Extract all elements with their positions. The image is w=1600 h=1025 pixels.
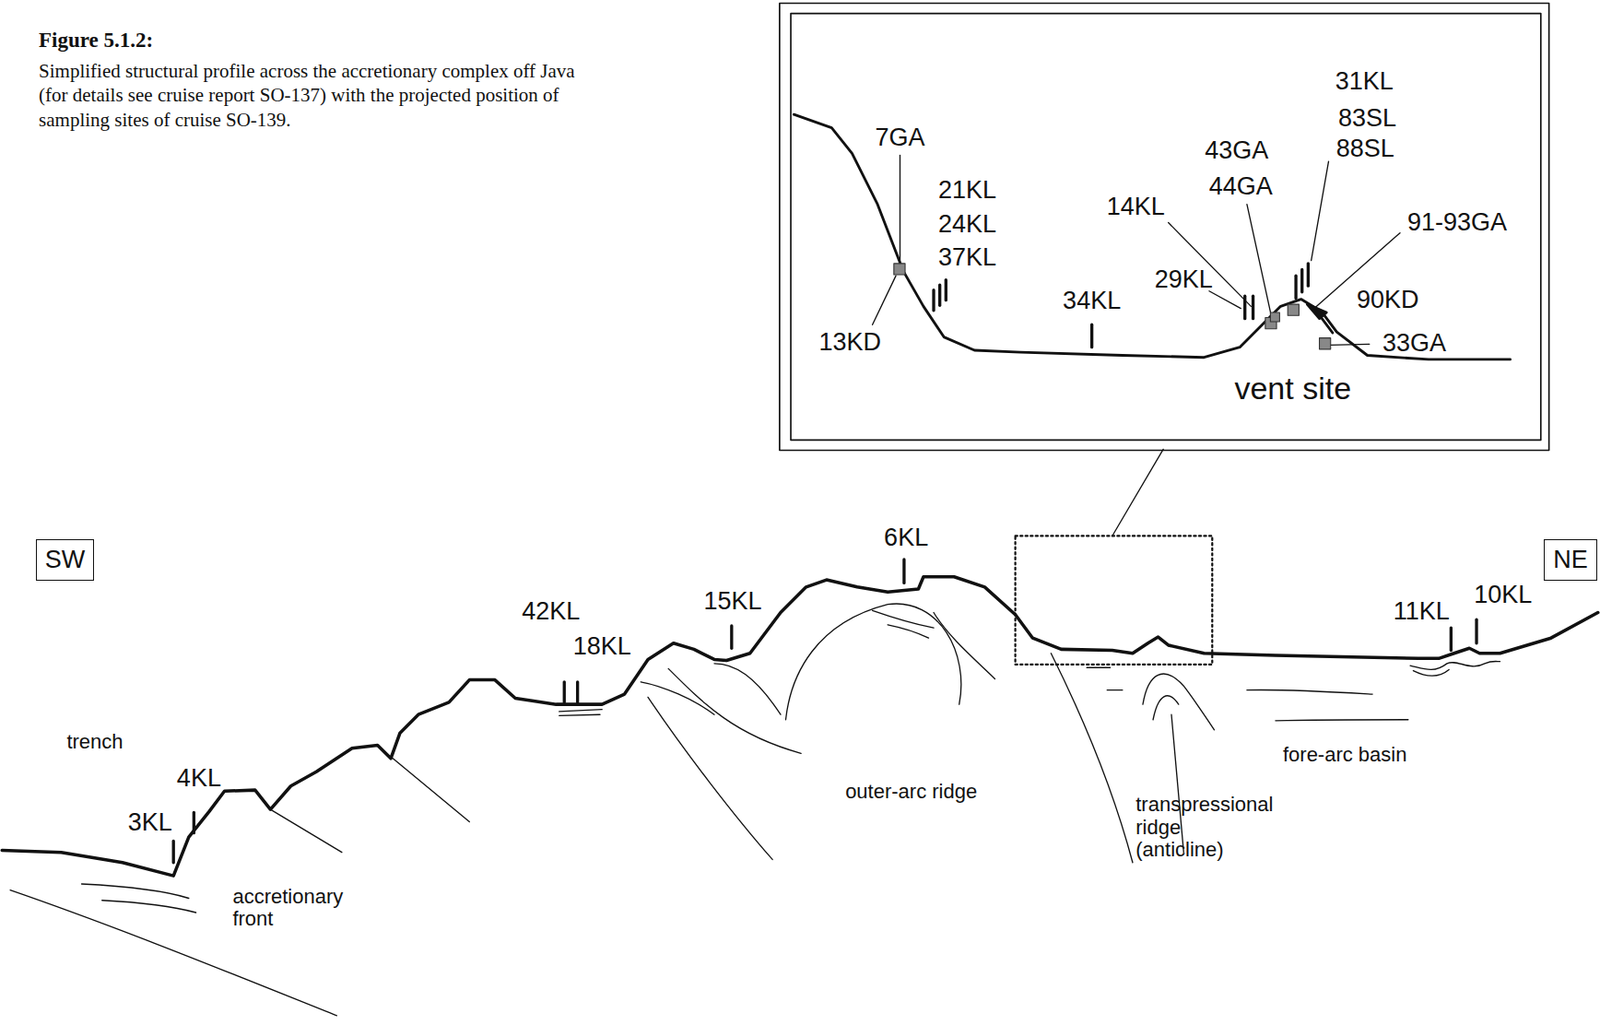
structure-label: trench bbox=[66, 730, 123, 753]
sample-label: 11KL bbox=[1393, 598, 1450, 626]
sample-label: 42KL bbox=[521, 598, 580, 626]
sample-label: 14KL bbox=[1106, 193, 1165, 222]
sample-label: 21KL bbox=[938, 176, 997, 205]
direction-label: NE bbox=[1552, 545, 1589, 575]
sample-label: 31KL bbox=[1335, 68, 1394, 96]
figure-caption: Simplified structural profile across the… bbox=[38, 58, 578, 132]
inset-frame bbox=[790, 13, 1542, 441]
structure-label: outer-arc ridge bbox=[845, 780, 977, 803]
sample-label: 24KL bbox=[938, 211, 997, 239]
structure-label: fore-arc basin bbox=[1282, 743, 1408, 766]
sample-label: 15KL bbox=[703, 588, 762, 616]
sample-label: 37KL bbox=[938, 244, 997, 272]
direction-box: SW bbox=[35, 539, 95, 581]
leader-lines bbox=[872, 155, 1400, 346]
inset-profile bbox=[793, 114, 1510, 360]
sample-label: 34KL bbox=[1062, 287, 1121, 316]
zoom-link bbox=[1112, 448, 1164, 536]
sample-label: 29KL bbox=[1154, 266, 1213, 295]
core-ticks bbox=[933, 263, 1308, 348]
sample-label: 44GA bbox=[1209, 173, 1273, 201]
seafloor-profile bbox=[1, 576, 1599, 876]
sample-label: 88SL bbox=[1336, 135, 1395, 164]
sample-label: 13KD bbox=[818, 329, 882, 357]
structure-label: accretionary front bbox=[232, 885, 343, 930]
site-label: vent site bbox=[1234, 371, 1352, 406]
inset-frame bbox=[779, 3, 1550, 451]
sample-label: 33GA bbox=[1382, 329, 1447, 358]
sample-label: 3KL bbox=[128, 809, 173, 837]
sample-label: 4KL bbox=[176, 764, 222, 793]
sample-label: 90KD bbox=[1356, 286, 1420, 315]
sample-label: 83SL bbox=[1338, 105, 1397, 133]
core-ticks bbox=[173, 559, 1477, 863]
zoom-frame bbox=[1015, 535, 1213, 665]
direction-label: SW bbox=[45, 545, 86, 575]
sample-label: 10KL bbox=[1473, 581, 1532, 610]
sample-label: 18KL bbox=[573, 633, 632, 661]
dredge-arrow bbox=[1306, 304, 1333, 333]
sample-squares bbox=[894, 263, 1331, 350]
sample-label: 43GA bbox=[1204, 137, 1269, 165]
fault-lines bbox=[10, 603, 1500, 1016]
direction-box: NE bbox=[1543, 539, 1598, 581]
sample-label: 7GA bbox=[874, 124, 925, 153]
structure-label: transpressional ridge (anticline) bbox=[1135, 793, 1273, 861]
figure-title: Figure 5.1.2: bbox=[38, 28, 153, 53]
sample-label: 6KL bbox=[883, 524, 929, 553]
sample-label: 91-93GA bbox=[1407, 209, 1507, 237]
